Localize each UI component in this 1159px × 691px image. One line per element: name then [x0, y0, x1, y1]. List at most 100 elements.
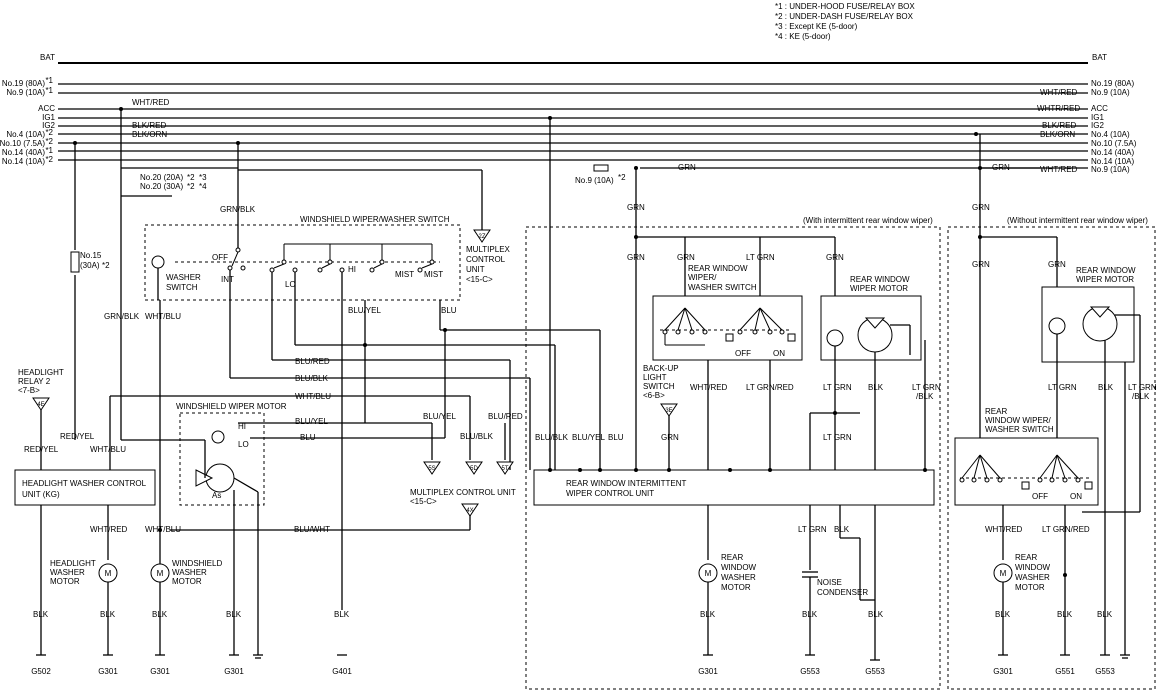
rw-washer-motor-m: M — [705, 569, 712, 578]
rail-no9-right: No.9 (10A) — [1091, 88, 1130, 97]
left-grounds: G502 G301 G301 G301 G401 BLK — [31, 610, 352, 676]
conn-2z: 2Z — [478, 234, 485, 240]
rw-washer-label-b: WINDOW — [721, 563, 757, 572]
wire-label-grn-e: GRN — [826, 253, 844, 262]
rail-ig1-right: IG1 — [1091, 113, 1104, 122]
rwic-label-b: WIPER CONTROL UNIT — [566, 489, 654, 498]
conn-5t: 5T — [501, 466, 508, 472]
windshield-washer-motor: M WINDSHIELD WASHER MOTOR WHT/BLU BLK — [145, 525, 222, 655]
wire-label-wht-red-acc: WHT/RED — [132, 98, 170, 107]
wire-label-wht-blu-c: WHT/BLU — [90, 445, 126, 454]
backup-label-c: SWITCH — [643, 382, 675, 391]
conn-5d: 5D — [470, 466, 478, 472]
ground-g553-b: G553 — [865, 667, 885, 676]
ws-motor-as: As — [212, 491, 221, 500]
multiplex-connectors: 2Z MULTIPLEX CONTROL UNIT <15-C> 5S 5D 5… — [410, 229, 516, 517]
rww-switch-label-b: WIPER/ — [688, 273, 717, 282]
wire-label-lt-grn-red-b: LT GRN/RED — [1042, 525, 1090, 534]
rear-wiper-intermittent-section: (With intermittent rear window wiper) No… — [525, 118, 941, 690]
star2-f: *2 — [102, 261, 110, 270]
multiplex-label-b: CONTROL — [466, 255, 506, 264]
headlight-relay-label-a: HEADLIGHT — [18, 368, 64, 377]
star2-e: *2 — [187, 182, 195, 191]
washer-switch-label-a: WASHER — [166, 273, 201, 282]
rw-motor-label-b: WIPER MOTOR — [850, 284, 908, 293]
r-washer-label-d: MOTOR — [1015, 583, 1045, 592]
legend-2: *2 : UNDER-DASH FUSE/RELAY BOX — [775, 12, 914, 21]
wire-label-blu-blk-c: BLU/BLK — [535, 433, 569, 442]
ground-g301-b: G301 — [150, 667, 170, 676]
rail-ig1-left: IG1 — [42, 113, 55, 122]
ws-washer-label-c: MOTOR — [172, 577, 202, 586]
star2-g: *2 — [618, 173, 626, 182]
rail-no14a-left: No.14 (40A) — [2, 148, 45, 157]
wire-label-blk-red-right: BLK/RED — [1042, 121, 1076, 130]
rail-bat-left: BAT — [40, 53, 55, 62]
legend-3: *3 : Except KE (5-door) — [775, 22, 858, 31]
wire-label-grn-j: GRN — [1048, 260, 1066, 269]
wire-label-red-yel-a: RED/YEL — [24, 445, 59, 454]
rw-washer-label-c: WASHER — [721, 573, 756, 582]
multiplex-full-loc: <15-C> — [410, 497, 437, 506]
with-int-label: (With intermittent rear window wiper) — [803, 216, 933, 225]
headlight-relay: HEADLIGHT RELAY 2 <7-B> 4E RED/YEL RED/Y… — [18, 368, 126, 470]
star1-a: *1 — [45, 76, 53, 85]
hlwc-label-b: UNIT (KG) — [22, 490, 60, 499]
wire-label-wht-red-hl: WHT/RED — [90, 525, 128, 534]
wire-label-blk-a: BLK — [33, 610, 49, 619]
r-switch-label-b: WINDOW WIPER/ — [985, 416, 1052, 425]
wire-label-blk-p: BLK — [1097, 610, 1113, 619]
fuse-no20b: No.20 (30A) — [140, 182, 183, 191]
wire-label-lt-grn-g: LT GRN — [1128, 383, 1157, 392]
windshield-wiper-switch: WINDSHIELD WIPER/WASHER SWITCH WASHER SW… — [144, 215, 461, 301]
rail-no9b-right: No.9 (10A) — [1091, 165, 1130, 174]
star3-a: *3 — [199, 173, 207, 182]
left-wiring: No.20 (20A) No.20 (30A) *2 *3 *2 *4 GRN/… — [70, 109, 483, 441]
wire-label-blk-orn: BLK/ORN — [132, 130, 167, 139]
wire-label-wht-blu-b: WHT/BLU — [295, 392, 331, 401]
ground-g553-c: G553 — [1095, 667, 1115, 676]
conn-4e: 4E — [37, 402, 44, 408]
wire-label-wht-blu-a: WHT/BLU — [145, 312, 181, 321]
multiplex-label-d: <15-C> — [466, 275, 493, 284]
ws-switch-title: WINDSHIELD WIPER/WASHER SWITCH — [300, 215, 450, 224]
rail-no4-left: No.4 (10A) — [6, 130, 45, 139]
rw-washer-label-d: MOTOR — [721, 583, 751, 592]
ws-washer-motor-m: M — [157, 569, 164, 578]
wire-label-blu-blk-b: BLU/BLK — [460, 432, 494, 441]
wire-label-blu-red-b: BLU/RED — [488, 412, 523, 421]
wire-label-wht-red-right: WHT/RED — [1040, 88, 1078, 97]
rww-switch-label-a: REAR WINDOW — [688, 264, 748, 273]
ground-g301-a: G301 — [98, 667, 118, 676]
r-washer-motor-m: M — [1000, 569, 1007, 578]
wire-label-blk-b: BLK — [100, 610, 116, 619]
switch-mist-label-b: MIST — [424, 270, 443, 279]
wire-label-grn-g: GRN — [992, 163, 1010, 172]
wire-label-blk-k: BLK — [868, 610, 884, 619]
fuse-no20a: No.20 (20A) — [140, 173, 183, 182]
ground-g301-c: G301 — [224, 667, 244, 676]
rw-motor-label-a: REAR WINDOW — [850, 275, 910, 284]
wire-label-blk-m: /BLK — [1132, 392, 1150, 401]
r-switch-label-a: REAR — [985, 407, 1007, 416]
ws-motor-title: WINDSHIELD WIPER MOTOR — [176, 402, 287, 411]
wire-label-grn-f: GRN — [661, 433, 679, 442]
wire-label-grn-blk-a: GRN/BLK — [220, 205, 256, 214]
switch-off-label: OFF — [212, 253, 228, 262]
rail-no4-right: No.4 (10A) — [1091, 130, 1130, 139]
ground-g301-e: G301 — [993, 667, 1013, 676]
r-switch-on: ON — [1070, 492, 1082, 501]
hl-washer-label-c: MOTOR — [50, 577, 80, 586]
r-washer-label-b: WINDOW — [1015, 563, 1051, 572]
switch-output-wires: BLU/YEL BLU BLU/RED BLU/BLK WHT/BLU BLU/… — [109, 270, 624, 610]
hl-washer-label-b: WASHER — [50, 568, 85, 577]
wire-label-wht-red-r: WHT/RED — [985, 525, 1023, 534]
fuse-no15b: (30A) — [80, 261, 100, 270]
wire-label-blk-g: /BLK — [916, 392, 934, 401]
ground-g301-d: G301 — [698, 667, 718, 676]
wire-label-blk-j: BLK — [802, 610, 818, 619]
star4-a: *4 — [199, 182, 207, 191]
backup-label-a: BACK-UP — [643, 364, 679, 373]
rw-washer-label-a: REAR — [721, 553, 743, 562]
wire-label-blu-yel-b: BLU/YEL — [295, 417, 328, 426]
